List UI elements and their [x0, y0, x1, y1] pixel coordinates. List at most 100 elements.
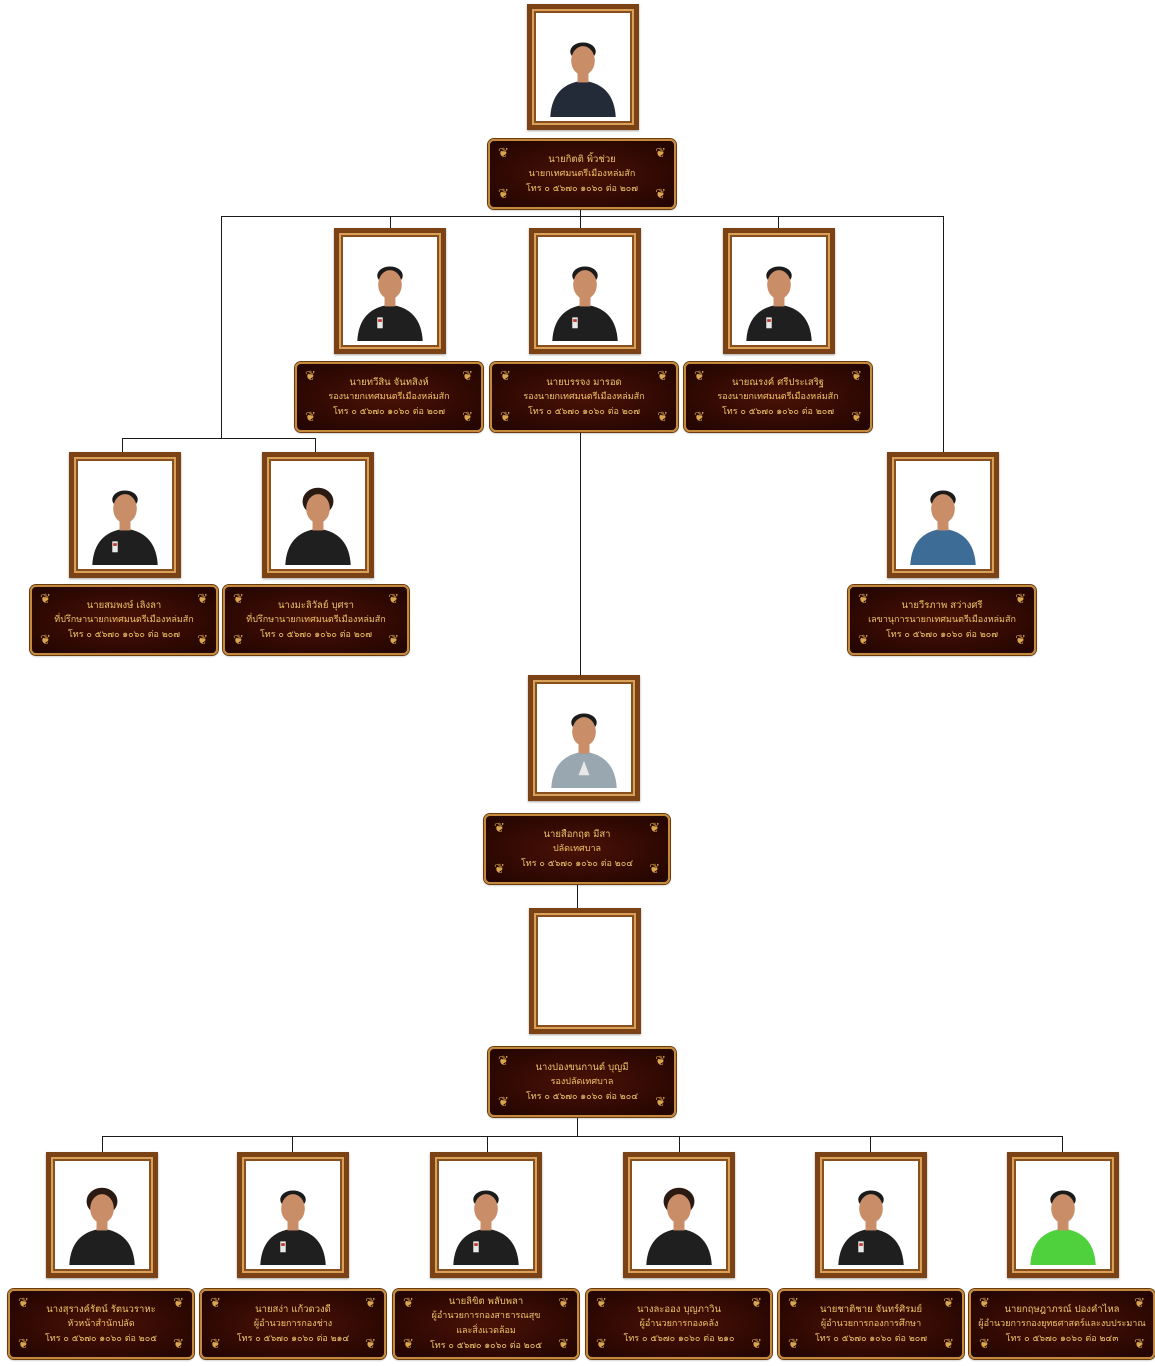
phone-number: โทร ๐ ๕๖๗๐ ๑๐๖๐ ต่อ ๒๐๗ [885, 629, 999, 640]
ornament-icon: ❦ [943, 1337, 954, 1352]
ornament-icon: ❦ [655, 1095, 666, 1110]
connector-line [577, 1117, 578, 1136]
portrait-photo [541, 688, 627, 788]
person-name: นายบรรจง มารอด [546, 376, 622, 388]
position-title: ที่ปรึกษานายกเทศมนตรีเมืองหล่มสัก [246, 614, 386, 625]
ornament-icon: ❦ [173, 1296, 184, 1311]
name-plaque-advisor2: ❦❦❦❦นางมะลิวัลย์ บุศราที่ปรึกษานายกเทศมน… [223, 585, 409, 655]
person-name: นายสือกฤต มีสา [543, 828, 611, 840]
portrait-photo [736, 241, 822, 341]
connector-line [122, 438, 123, 452]
portrait-photo [443, 1165, 529, 1265]
name-plaque-d4: ❦❦❦❦นางละออง บุญภาวินผู้อำนวยการกองคลังโ… [586, 1289, 772, 1359]
ornament-icon: ❦ [388, 633, 399, 648]
ornament-icon: ❦ [943, 1296, 954, 1311]
ornament-icon: ❦ [498, 187, 509, 202]
connector-line [221, 216, 222, 438]
ornament-icon: ❦ [210, 1296, 221, 1311]
name-plaque-d1: ❦❦❦❦นางสุรางค์รัตน์ รัตนวราหะหัวหน้าสำนั… [8, 1289, 194, 1359]
ornament-icon: ❦ [498, 146, 509, 161]
portrait-frame-deputy3 [723, 228, 835, 354]
portrait-frame-d5 [815, 1152, 927, 1278]
portrait-frame-deputy1 [334, 228, 446, 354]
connector-line [1062, 1136, 1063, 1152]
ornament-icon: ❦ [40, 592, 51, 607]
portrait-photo [250, 1165, 336, 1265]
portrait-frame-d6 [1007, 1152, 1119, 1278]
portrait-frame-advisor1 [69, 452, 181, 578]
ornament-icon: ❦ [365, 1296, 376, 1311]
connector-line [679, 1136, 680, 1152]
ornament-icon: ❦ [851, 369, 862, 384]
connector-line [102, 1136, 103, 1152]
phone-number: โทร ๐ ๕๖๗๐ ๑๐๖๐ ต่อ ๒๐๗ [814, 1333, 928, 1344]
name-plaque-d3: ❦❦❦❦นายลิขิต พลับพลาผู้อำนวยการกองสาธารณ… [393, 1289, 579, 1359]
ornament-icon: ❦ [494, 821, 505, 836]
name-plaque-clerk: ❦❦❦❦นายสือกฤต มีสาปลัดเทศบาลโทร ๐ ๕๖๗๐ ๑… [484, 814, 670, 884]
portrait-photo [540, 17, 626, 117]
person-name: นายลิขิต พลับพลา [448, 1296, 524, 1307]
ornament-icon: ❦ [558, 1296, 569, 1311]
connector-line [870, 1136, 871, 1152]
ornament-icon: ❦ [657, 410, 668, 425]
connector-line [221, 216, 944, 217]
position-title: ปลัดเทศบาล [552, 843, 602, 854]
ornament-icon: ❦ [558, 1337, 569, 1352]
portrait-photo [275, 465, 361, 565]
portrait-frame-deputy2 [529, 228, 641, 354]
person-name: นายณรงค์ ศรีประเสริฐ [731, 376, 825, 388]
connector-line [580, 432, 581, 675]
ornament-icon: ❦ [197, 633, 208, 648]
ornament-icon: ❦ [494, 862, 505, 877]
portrait-frame-advisor2 [262, 452, 374, 578]
ornament-icon: ❦ [233, 633, 244, 648]
ornament-icon: ❦ [500, 369, 511, 384]
name-plaque-deputy3: ❦❦❦❦นายณรงค์ ศรีประเสริฐรองนายกเทศมนตรีเ… [684, 362, 872, 432]
phone-number: โทร ๐ ๕๖๗๐ ๑๐๖๐ ต่อ ๒๐๗ [259, 629, 373, 640]
connector-line [487, 1136, 488, 1152]
phone-number: โทร ๐ ๕๖๗๐ ๑๐๖๐ ต่อ ๒๐๗ [721, 406, 835, 417]
ornament-icon: ❦ [694, 410, 705, 425]
position-title: ผู้อำนวยการกองสาธารณสุข [431, 1311, 541, 1321]
position-title: ที่ปรึกษานายกเทศมนตรีเมืองหล่มสัก [54, 614, 194, 625]
connector-line [580, 216, 581, 228]
portrait-frame-d3 [430, 1152, 542, 1278]
portrait-photo [1020, 1165, 1106, 1265]
portrait-frame-deputyclerk [529, 908, 641, 1034]
ornament-icon: ❦ [462, 410, 473, 425]
ornament-icon: ❦ [649, 821, 660, 836]
ornament-icon: ❦ [498, 1095, 509, 1110]
connector-line [102, 1136, 1063, 1137]
name-plaque-d2: ❦❦❦❦นายสง่า แก้วดวงดีผู้อำนวยการกองช่างโ… [200, 1289, 386, 1359]
phone-number: โทร ๐ ๕๖๗๐ ๑๐๖๐ ต่อ ๒๐๗ [67, 629, 181, 640]
ornament-icon: ❦ [18, 1337, 29, 1352]
person-name: นายสมพงษ์ เลิงลา [86, 599, 162, 611]
position-title: ผู้อำนวยการกองช่าง [253, 1318, 333, 1329]
ornament-icon: ❦ [979, 1296, 990, 1311]
portrait-frame-d1 [46, 1152, 158, 1278]
portrait-photo [542, 241, 628, 341]
connector-line [122, 438, 315, 439]
position-title: ผู้อำนวยการกองยุทธศาสตร์และงบประมาณ [978, 1318, 1146, 1329]
ornament-icon: ❦ [655, 187, 666, 202]
portrait-photo [59, 1165, 145, 1265]
position-title: ผู้อำนวยการกองการศึกษา [820, 1318, 922, 1329]
phone-number: โทร ๐ ๕๖๗๐ ๑๐๖๐ ต่อ ๒๐๕ [429, 1341, 543, 1351]
person-name: นายสง่า แก้วดวงดี [255, 1303, 331, 1315]
ornament-icon: ❦ [751, 1296, 762, 1311]
person-name: นายกฤษฎาภรณ์ ปองคำไหล [1004, 1303, 1120, 1315]
ornament-icon: ❦ [18, 1296, 29, 1311]
connector-line [580, 207, 581, 216]
empty-portrait [542, 921, 628, 1021]
ornament-icon: ❦ [694, 369, 705, 384]
portrait-photo [636, 1165, 722, 1265]
portrait-frame-clerk [528, 675, 640, 801]
ornament-icon: ❦ [1134, 1337, 1145, 1352]
name-plaque-d5: ❦❦❦❦นายชาติชาย จันทร์ศิรมย์ผู้อำนวยการกอ… [778, 1289, 964, 1359]
name-plaque-advisor1: ❦❦❦❦นายสมพงษ์ เลิงลาที่ปรึกษานายกเทศมนตร… [30, 585, 218, 655]
ornament-icon: ❦ [657, 369, 668, 384]
ornament-icon: ❦ [858, 633, 869, 648]
connector-line [315, 438, 316, 452]
position-title: รองนายกเทศมนตรีเมืองหล่มสัก [523, 391, 645, 402]
position-title: เลขานุการนายกเทศมนตรีเมืองหล่มสัก [868, 614, 1016, 625]
